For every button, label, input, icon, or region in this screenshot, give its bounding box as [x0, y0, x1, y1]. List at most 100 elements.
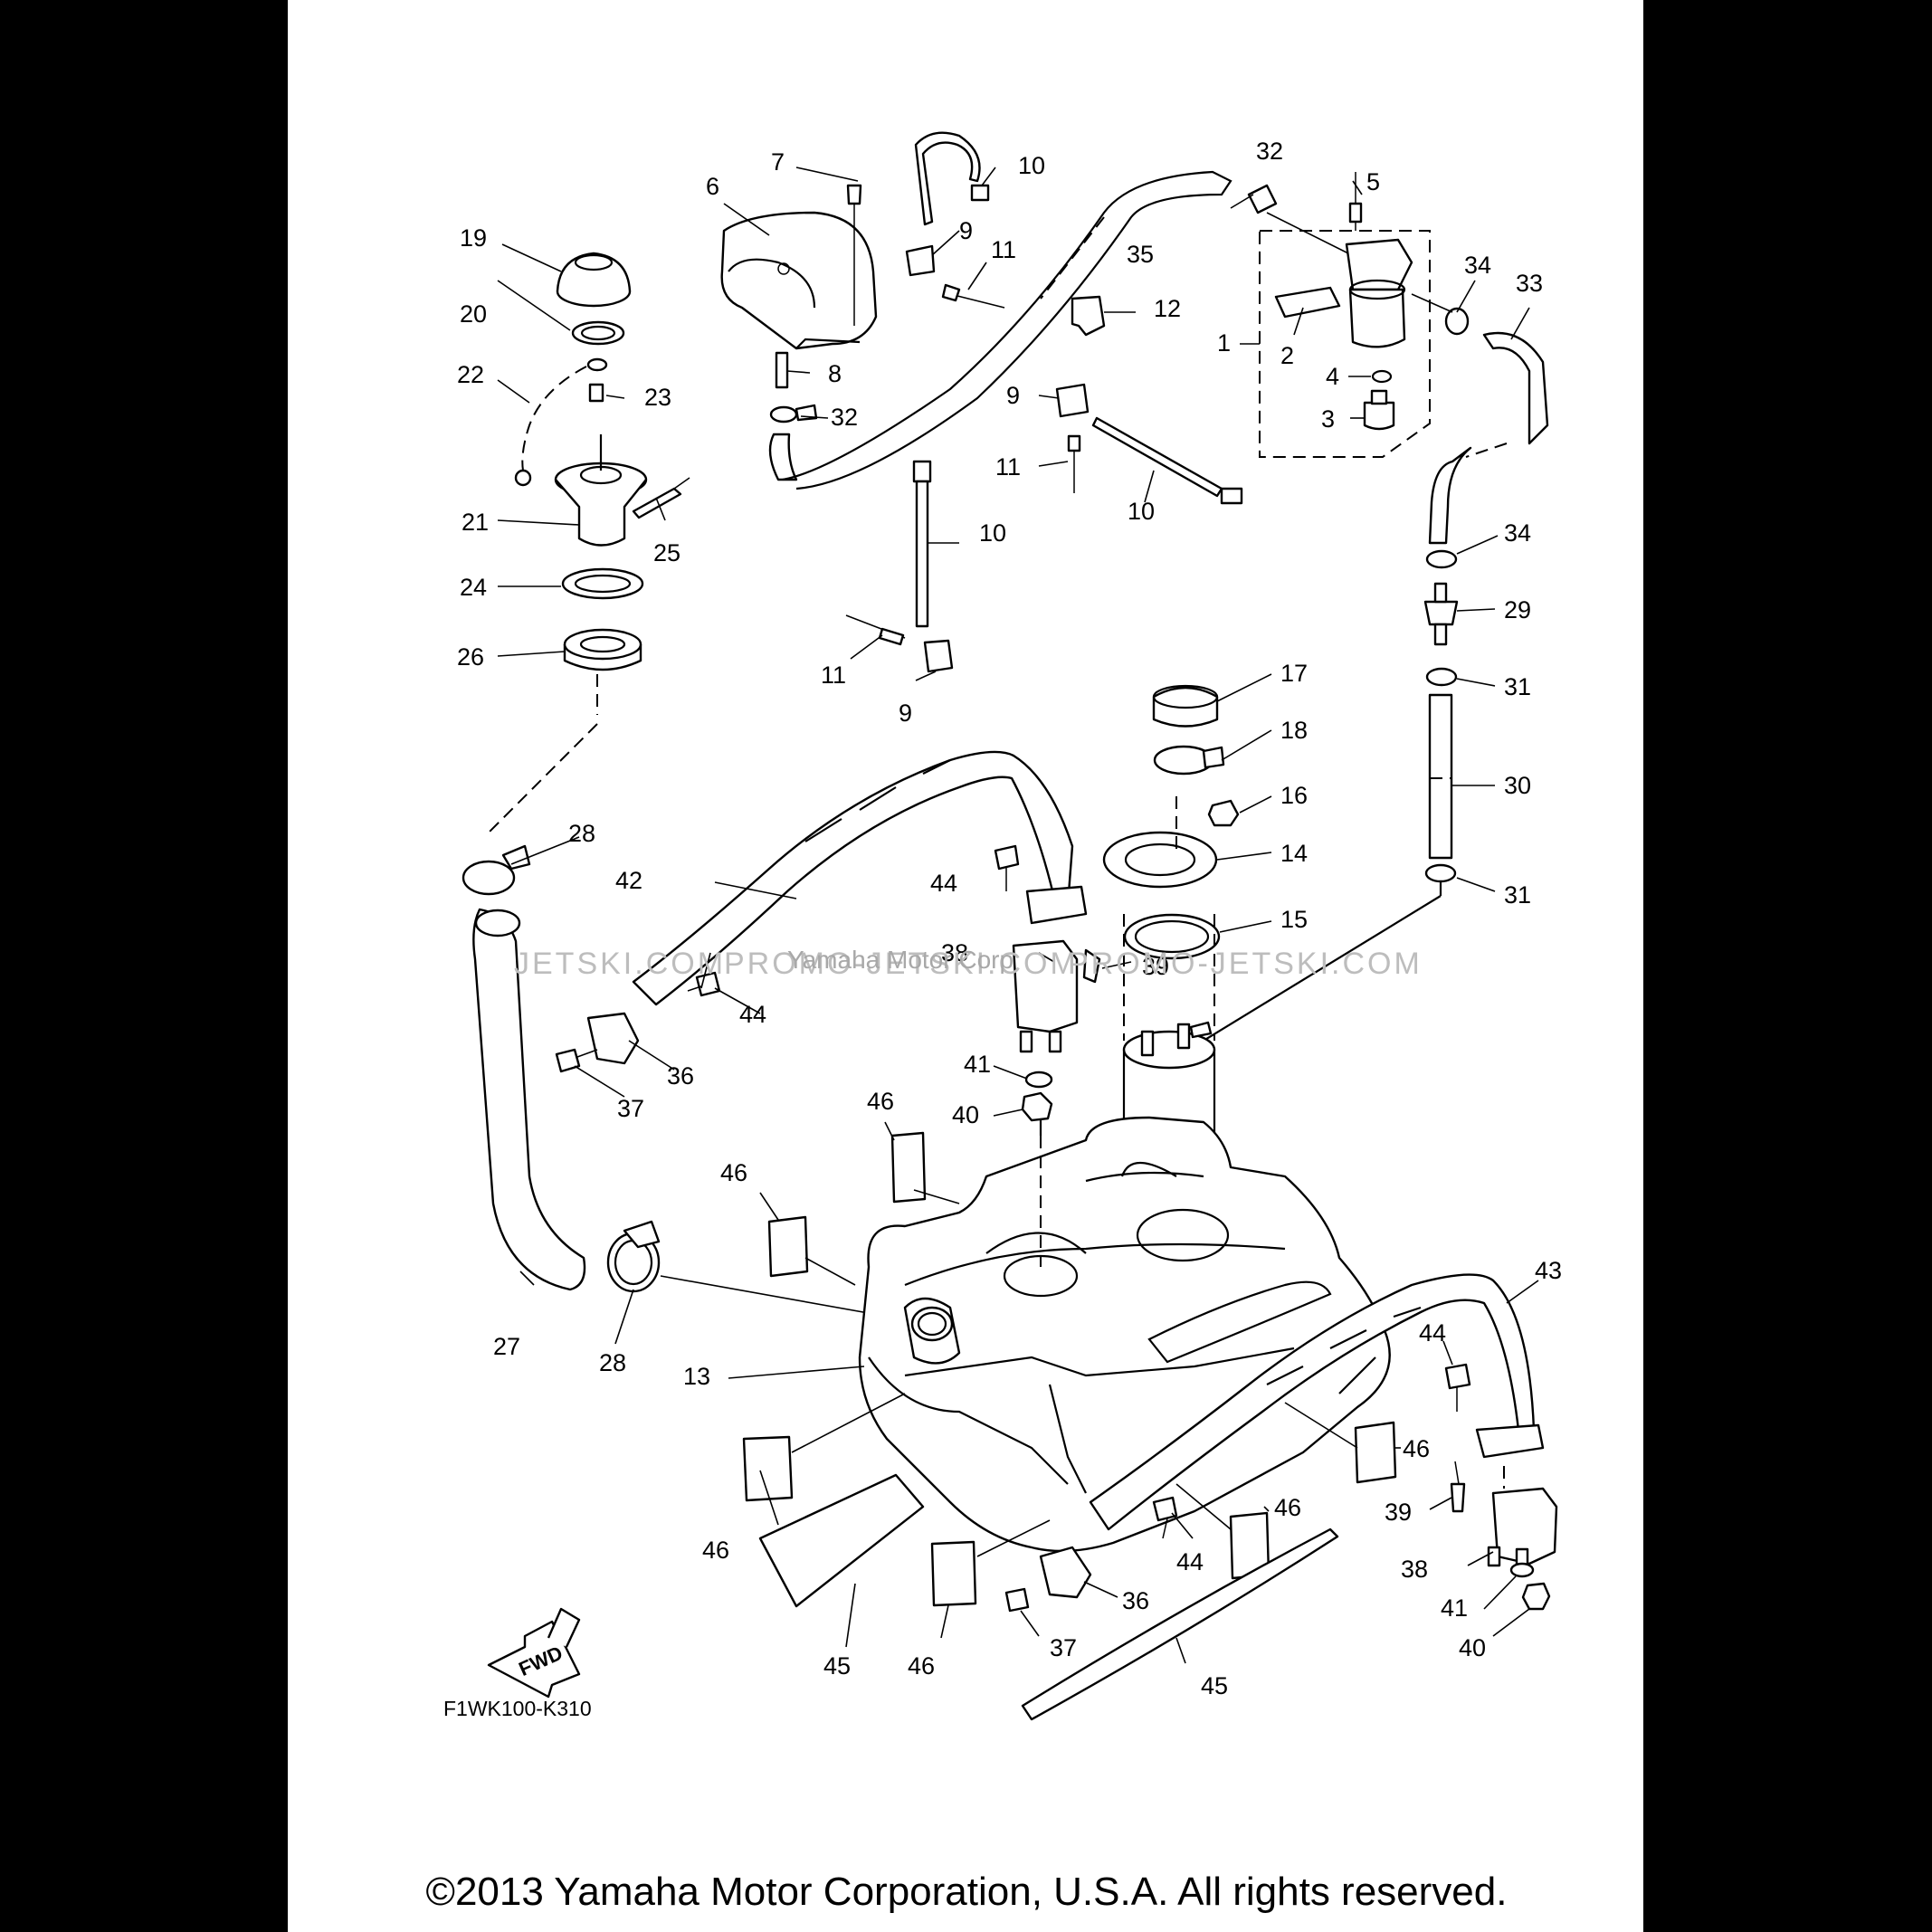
cable-tie-vert-part: [912, 460, 932, 483]
filler-hose-part: [472, 908, 586, 1291]
callout-41-left: 41: [964, 1051, 991, 1078]
callout-29: 29: [1504, 596, 1531, 623]
callout-19: 19: [460, 224, 487, 252]
callout-7: 7: [771, 148, 785, 176]
check-valve-part: [1423, 600, 1459, 626]
callout-32-right: 32: [1256, 138, 1283, 165]
cap-gasket-part: [571, 320, 625, 346]
callout-18: 18: [1280, 717, 1308, 744]
hose-clamp-top-part: [462, 844, 531, 896]
callout-15: 15: [1280, 906, 1308, 933]
holder-12-part: [1071, 295, 1106, 337]
callout-26: 26: [457, 643, 484, 671]
callout-31-low: 31: [1504, 881, 1531, 909]
hose-clamp-lower-part: [606, 1220, 661, 1293]
callout-9-top: 9: [959, 217, 973, 244]
fuel-filter-assembly-box: [1259, 230, 1431, 458]
callout-3: 3: [1321, 405, 1335, 433]
callout-44-a: 44: [930, 870, 957, 897]
cable-tie-top-part: [914, 131, 981, 226]
callout-39-right: 39: [1385, 1499, 1412, 1526]
filler-neck-part: [554, 434, 648, 547]
callout-41-right: 41: [1441, 1594, 1468, 1622]
tank-strap-right-part: [1089, 1273, 1545, 1531]
tank-strap-left-part: [632, 750, 1088, 1006]
long-pad-45-right-part: [1021, 1528, 1339, 1721]
leader-lines: [497, 167, 1539, 1664]
callout-10-mid: 10: [1128, 498, 1155, 525]
neck-nut-part: [563, 628, 642, 671]
callout-28-low: 28: [599, 1349, 626, 1376]
neck-gasket-part: [561, 567, 644, 600]
callout-14: 14: [1280, 840, 1308, 867]
callout-11-low: 11: [821, 661, 846, 689]
callout-46-c: 46: [702, 1537, 729, 1564]
callout-9-low: 9: [899, 700, 912, 727]
filter-bracket-part: [1274, 286, 1341, 319]
callout-12: 12: [1154, 295, 1181, 322]
callout-36-left: 36: [667, 1062, 694, 1090]
hose-30-part: [1428, 693, 1453, 860]
callout-34-top: 34: [1464, 252, 1491, 279]
callout-46-d: 46: [908, 1652, 935, 1680]
callout-22: 22: [457, 361, 484, 388]
pad-46-group: [742, 1131, 1397, 1607]
callout-34-low: 34: [1504, 519, 1531, 547]
cap-chain-part: [521, 366, 587, 471]
callout-36-right: 36: [1122, 1587, 1149, 1614]
watermark-middle: PROMO-JETSKI.COM: [724, 947, 1079, 981]
callout-35: 35: [1127, 241, 1154, 268]
watermark-left: JETSKI.COM: [514, 947, 726, 981]
callout-38-right: 38: [1401, 1556, 1428, 1583]
callout-37-right: 37: [1050, 1634, 1077, 1661]
callout-46-e: 46: [1403, 1435, 1430, 1462]
long-pad-45-left-part: [758, 1473, 925, 1608]
callout-17: 17: [1280, 660, 1308, 687]
callout-45-right: 45: [1201, 1672, 1228, 1699]
callout-10-vert: 10: [979, 519, 1006, 547]
callout-43: 43: [1535, 1257, 1562, 1284]
callout-46-b: 46: [720, 1159, 747, 1186]
callout-10-top: 10: [1018, 152, 1045, 179]
callout-2: 2: [1280, 342, 1294, 369]
callout-13: 13: [683, 1363, 710, 1390]
rubber-mount-left-part: [1012, 939, 1079, 1033]
callout-40-left: 40: [952, 1101, 979, 1128]
callout-20: 20: [460, 300, 487, 328]
fuel-tank-part: [858, 1116, 1391, 1553]
filter-cover-part: [720, 211, 878, 350]
callout-46-a: 46: [867, 1088, 894, 1115]
callout-25: 25: [653, 539, 680, 566]
fwd-arrow-icon: [487, 1607, 581, 1699]
callout-31-top: 31: [1504, 673, 1531, 700]
cable-tie-mid-part: [1091, 416, 1223, 498]
block-36-right-part: [1039, 1546, 1092, 1599]
callout-1: 1: [1217, 329, 1231, 357]
callout-42: 42: [615, 867, 642, 894]
callout-11-top: 11: [991, 236, 1016, 263]
callout-16: 16: [1280, 782, 1308, 809]
callout-39-left: 39: [1142, 953, 1169, 980]
fuel-cap-part: [556, 252, 632, 308]
callout-28-top: 28: [568, 820, 595, 847]
callout-4: 4: [1326, 363, 1339, 390]
fuel-filter-part: [1345, 238, 1413, 348]
callout-37-left: 37: [617, 1095, 644, 1122]
callout-30: 30: [1504, 772, 1531, 799]
block-36-left-part: [586, 1012, 640, 1065]
watermark: JETSKI.COM PROMO-JETSKI.COM PROMO-JETSKI…: [514, 946, 1420, 981]
callout-38-left: 38: [941, 939, 968, 966]
callout-40-right: 40: [1459, 1634, 1486, 1661]
callout-9-mid: 9: [1006, 382, 1020, 409]
copyright-notice: ©2013 Yamaha Motor Corporation, U.S.A. A…: [426, 1870, 1508, 1914]
callout-labels: 1 2 3 4 5 6 7 8 9 9 9 10 10 10 11 11 11 …: [457, 138, 1562, 1699]
callout-44-d: 44: [1176, 1548, 1204, 1575]
callout-21: 21: [462, 509, 489, 536]
callout-45-left: 45: [823, 1652, 851, 1680]
callout-23: 23: [644, 384, 671, 411]
callout-27: 27: [493, 1333, 520, 1360]
callout-44-c: 44: [1419, 1319, 1446, 1347]
callout-44-b: 44: [739, 1001, 766, 1028]
